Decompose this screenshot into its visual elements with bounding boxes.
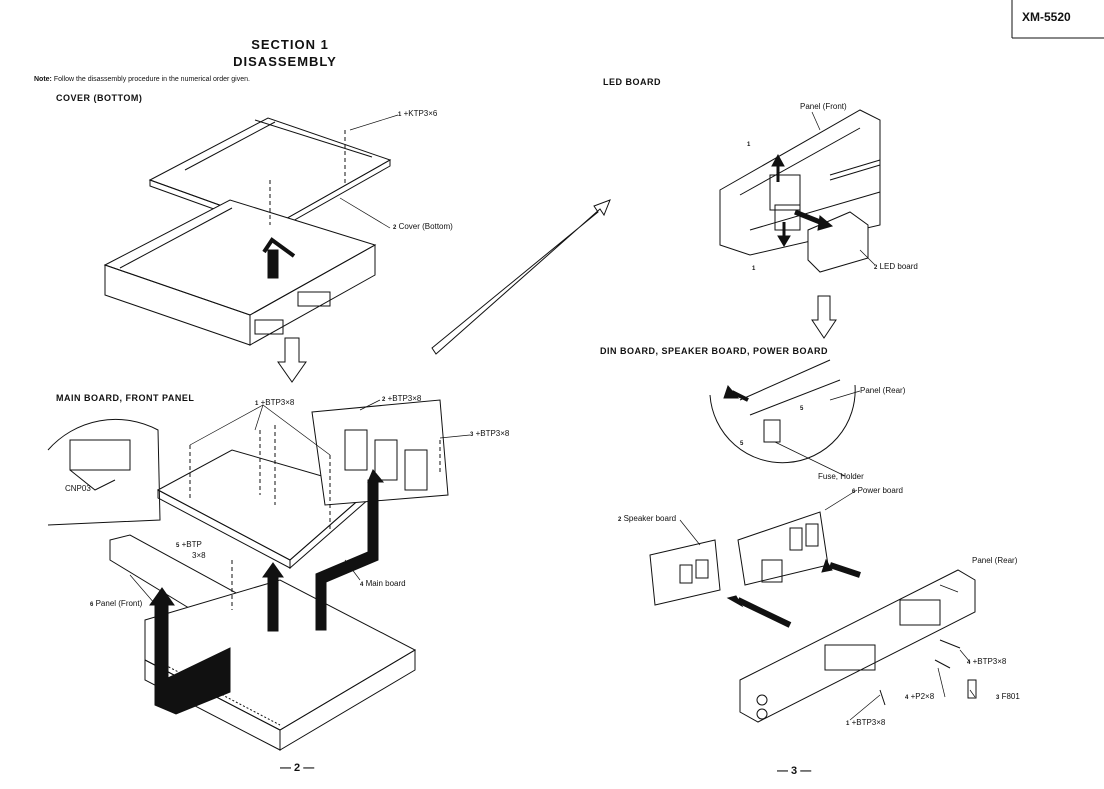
din-panel-rear-label-2: Panel (Rear) bbox=[972, 556, 1018, 565]
step-marker: 2 bbox=[393, 225, 397, 231]
power-board-label: 6 Power board bbox=[852, 486, 903, 495]
led-step-marker-top: 1 bbox=[747, 142, 751, 148]
din-btp4-label: 4 +BTP3×8 bbox=[967, 657, 1007, 666]
f801-label: 3 F801 bbox=[996, 692, 1020, 701]
step-marker: 1 bbox=[846, 721, 850, 727]
din-step-marker-5a: 5 bbox=[800, 406, 804, 412]
main-btp5-size: 3×8 bbox=[192, 551, 206, 560]
led-step-marker-bottom: 1 bbox=[752, 266, 756, 272]
step-marker: 4 bbox=[360, 582, 364, 588]
step-marker: 6 bbox=[852, 489, 856, 495]
step-marker: 1 bbox=[255, 401, 259, 407]
din-btp1-label: 1 +BTP3×8 bbox=[846, 718, 886, 727]
led-board-label: 2 LED board bbox=[874, 262, 918, 271]
led-board-diagram bbox=[719, 109, 881, 339]
fuse-holder-label: Fuse, Holder bbox=[818, 472, 864, 481]
note-prefix: Note: bbox=[34, 76, 52, 83]
leader-lines bbox=[129, 111, 976, 721]
step-marker: 4 bbox=[905, 695, 909, 701]
note-text: Follow the disassembly procedure in the … bbox=[53, 76, 250, 83]
main-btp5-label: 5 +BTP bbox=[176, 540, 202, 549]
page-number-right: — 3 — bbox=[777, 765, 812, 777]
heading-main-board: MAIN BOARD, FRONT PANEL bbox=[56, 393, 195, 403]
step-marker: 2 bbox=[874, 265, 878, 271]
step-marker: 4 bbox=[967, 660, 971, 666]
heading-din-board: DIN BOARD, SPEAKER BOARD, POWER BOARD bbox=[600, 346, 829, 356]
main-btp2-label: 2 +BTP3×8 bbox=[382, 394, 422, 403]
step-marker: 3 bbox=[470, 432, 474, 438]
procedure-note: Note: Follow the disassembly procedure i… bbox=[34, 76, 250, 83]
cnp03-label: CNP03 bbox=[65, 484, 91, 493]
section-title: DISASSEMBLY bbox=[233, 54, 337, 69]
din-p2-label: 4 +P2×8 bbox=[905, 692, 935, 701]
step-marker: 1 bbox=[398, 112, 402, 118]
main-btp1-label: 1 +BTP3×8 bbox=[255, 398, 295, 407]
flow-arrow bbox=[431, 199, 611, 355]
section-number: SECTION 1 bbox=[251, 37, 329, 52]
step-marker: 3 bbox=[996, 695, 1000, 701]
din-step-marker-5b: 5 bbox=[740, 441, 744, 447]
main-board-diagram bbox=[47, 399, 449, 751]
step-marker: 2 bbox=[382, 397, 386, 403]
step-marker: 2 bbox=[618, 517, 622, 523]
heading-cover-bottom: COVER (BOTTOM) bbox=[56, 93, 143, 103]
cover-screw-label: 1 +KTP3×6 bbox=[398, 109, 438, 118]
cover-diagram bbox=[103, 117, 392, 383]
step-marker: 5 bbox=[176, 543, 180, 549]
din-board-diagram bbox=[649, 359, 977, 723]
speaker-board-label: 2 Speaker board bbox=[618, 514, 677, 523]
main-btp3-label: 3 +BTP3×8 bbox=[470, 429, 510, 438]
heading-led-board: LED BOARD bbox=[603, 77, 661, 87]
cover-bottom-label: 2 Cover (Bottom) bbox=[393, 222, 453, 231]
model-number: XM-5520 bbox=[1022, 10, 1071, 24]
main-board-label: 4 Main board bbox=[360, 579, 406, 588]
page-number-left: — 2 — bbox=[280, 762, 315, 774]
led-panel-front-label: Panel (Front) bbox=[800, 102, 847, 111]
step-marker: 6 bbox=[90, 602, 94, 608]
panel-front-main-label: 6 Panel (Front) bbox=[90, 599, 143, 608]
din-panel-rear-label-1: Panel (Rear) bbox=[860, 386, 906, 395]
